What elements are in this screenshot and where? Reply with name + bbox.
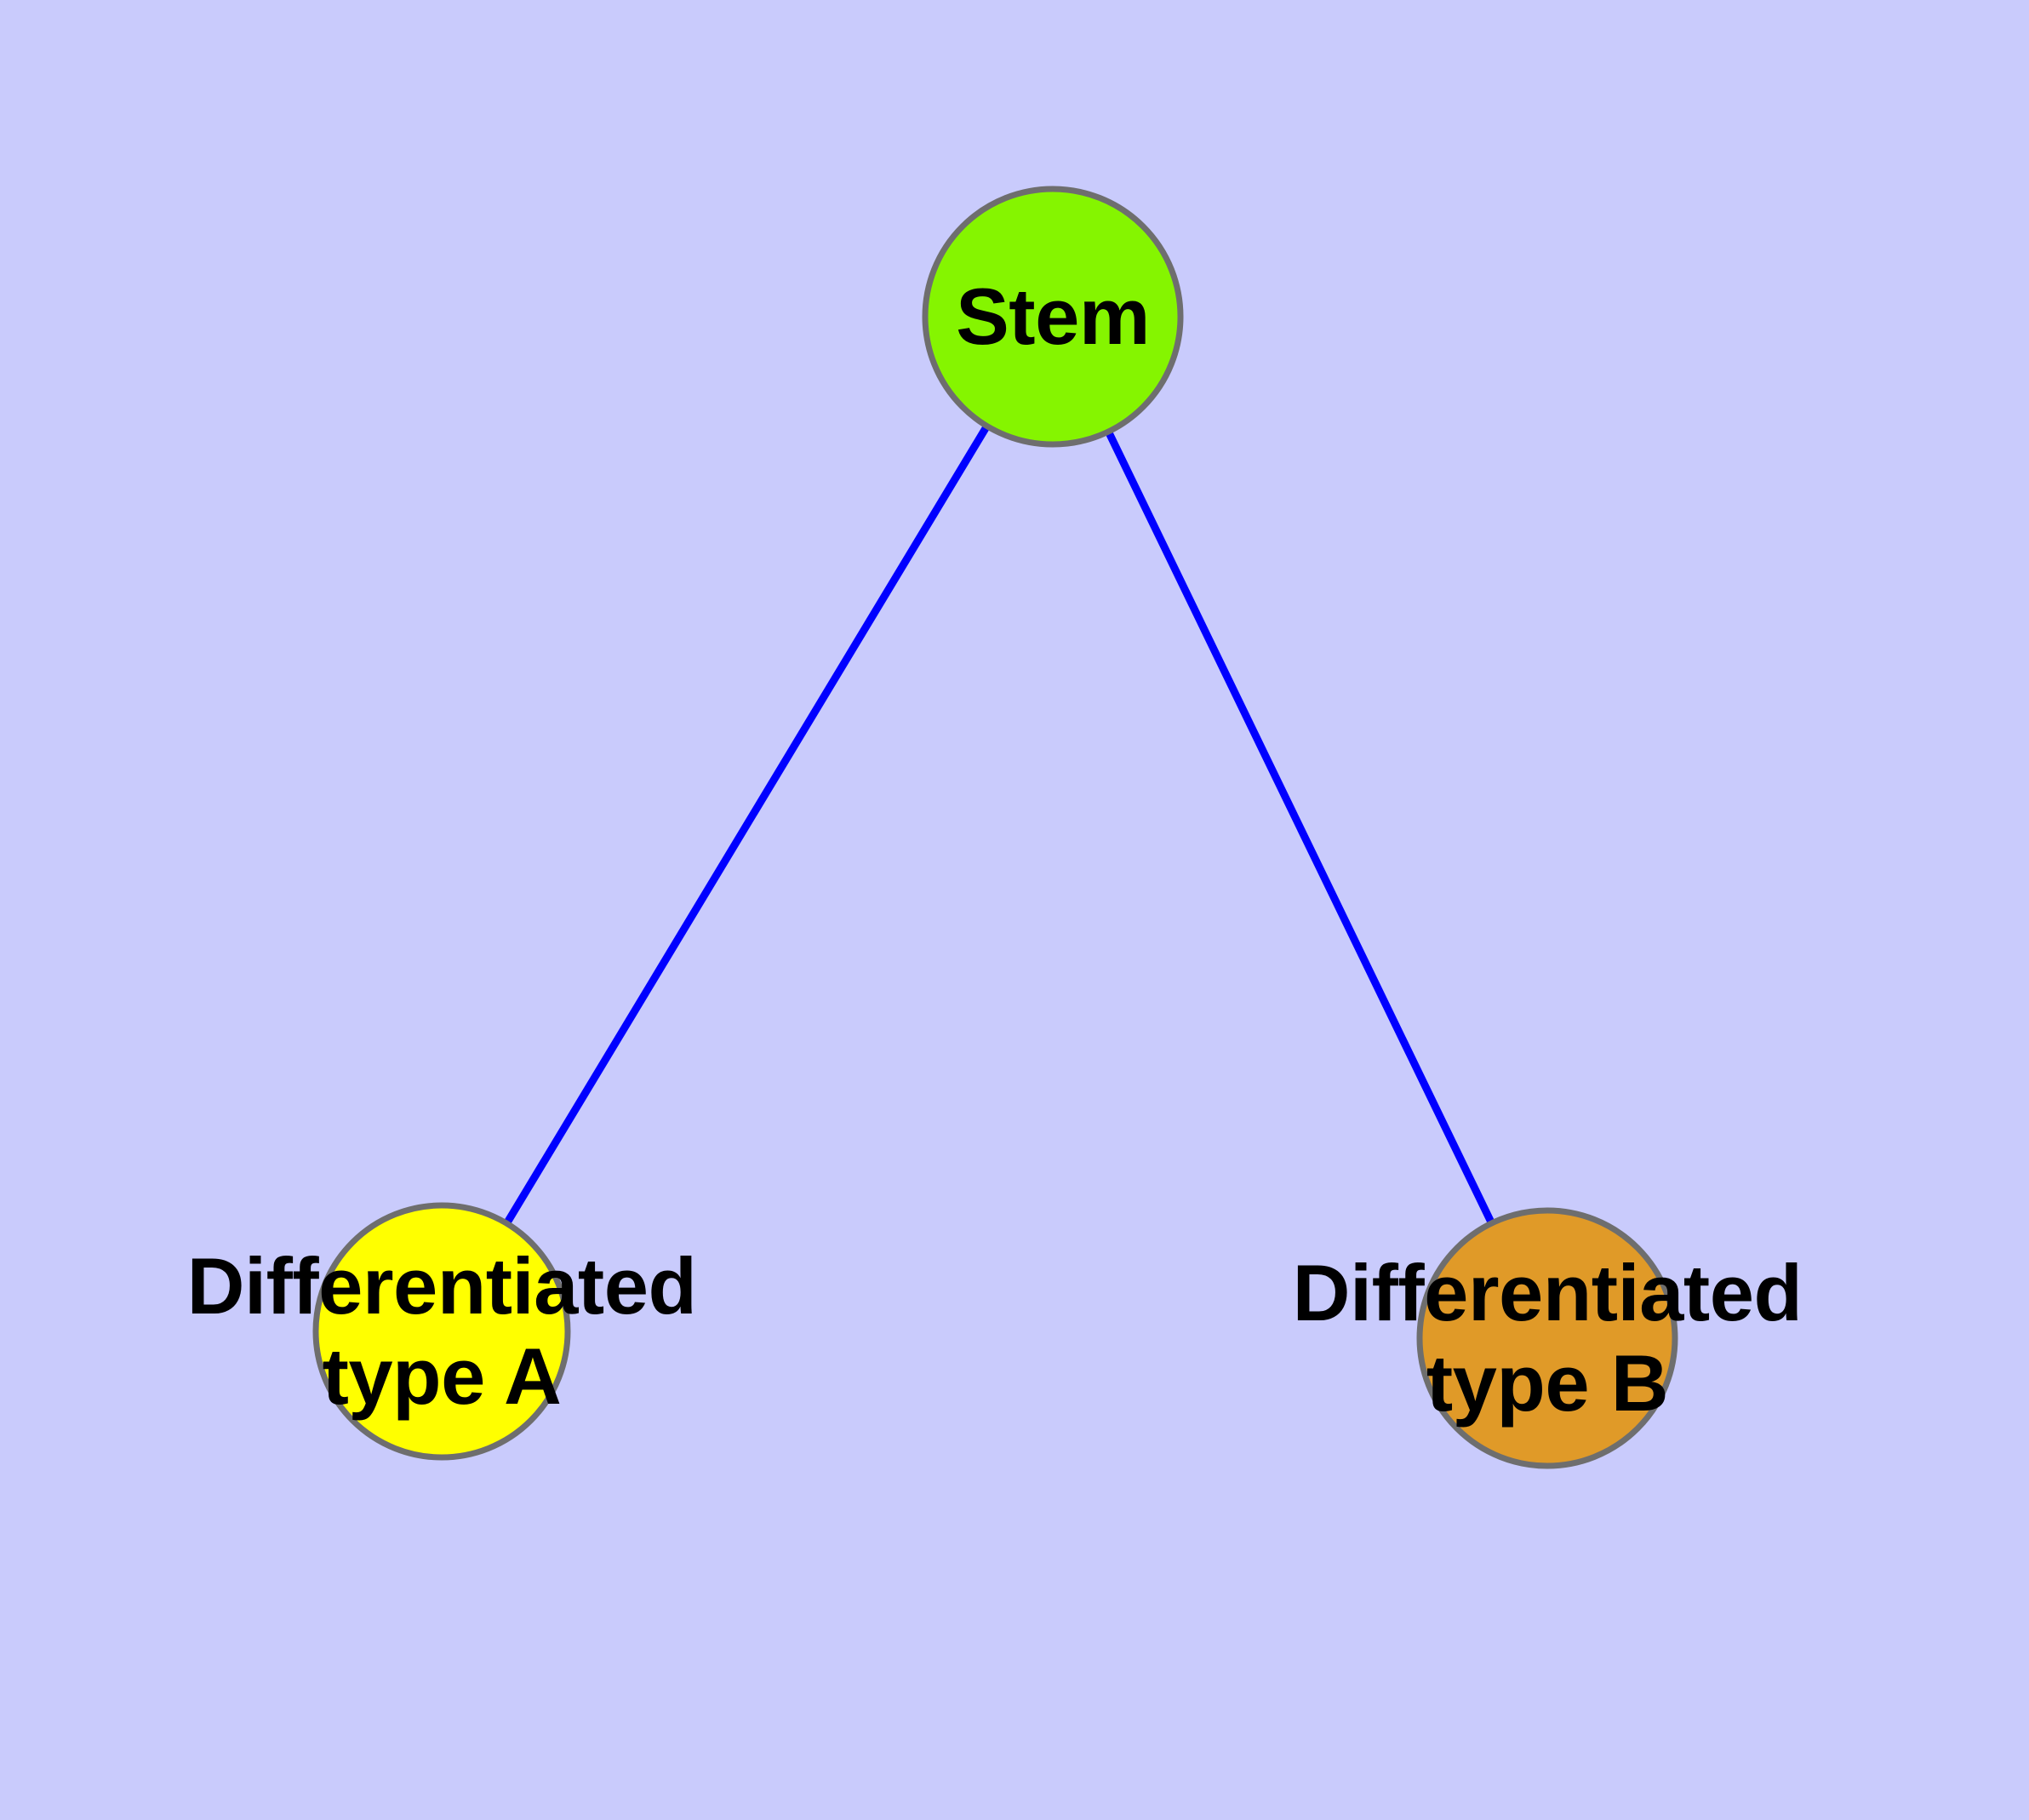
graph-edge — [1049, 315, 1552, 1340]
graph-edge — [438, 314, 1056, 1334]
node-layer — [312, 186, 1678, 1469]
graph-node-diff_a[interactable] — [312, 1202, 571, 1461]
graph-node-stem[interactable] — [922, 186, 1184, 448]
edge-layer — [438, 314, 1552, 1340]
graph-node-diff_b[interactable] — [1416, 1207, 1678, 1469]
